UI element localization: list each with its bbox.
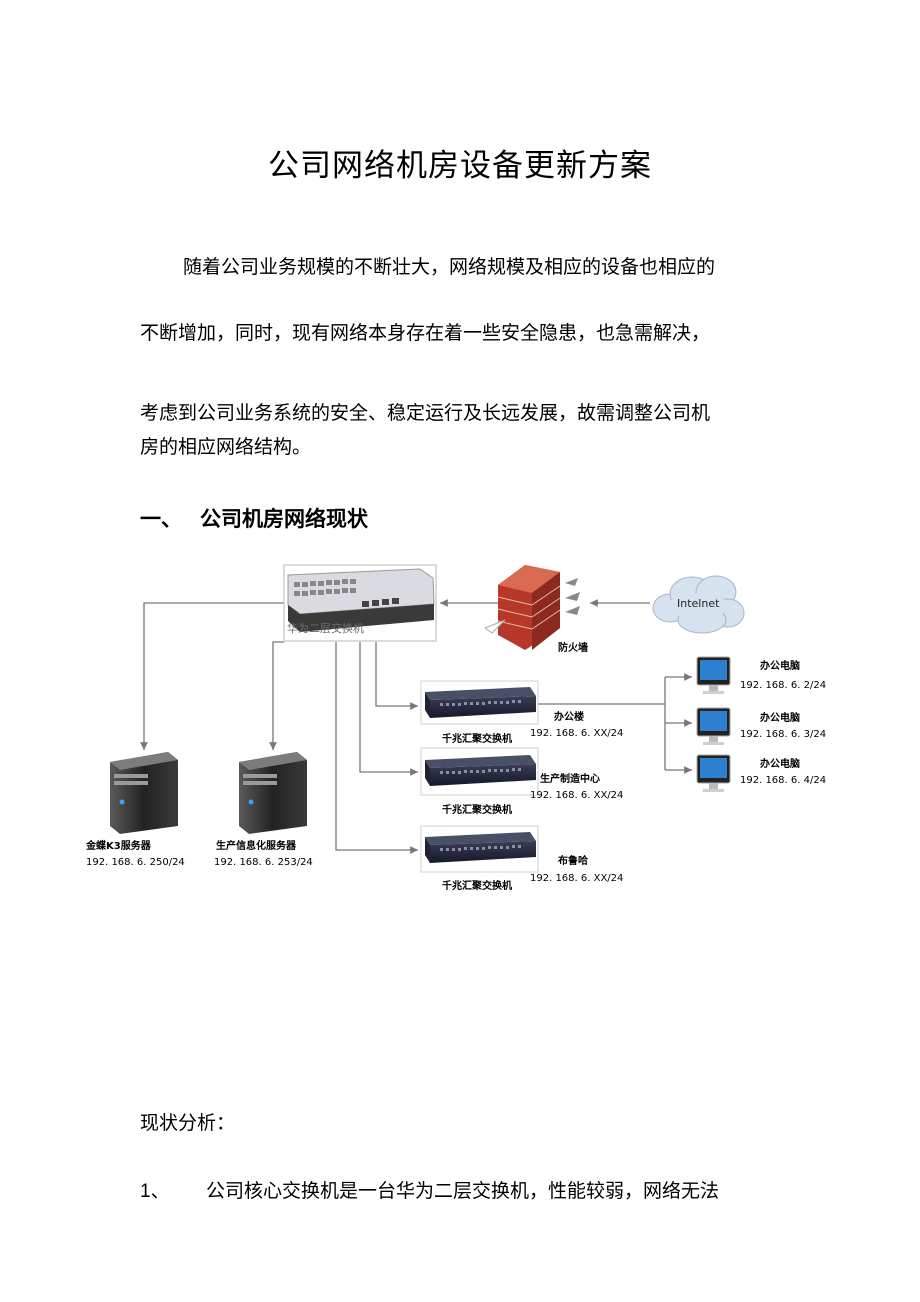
server-production-ip: 192. 168. 6. 253/24 [214, 857, 313, 868]
section-title: 公司机房网络现状 [200, 506, 368, 531]
section-number: 一、 [140, 506, 182, 531]
server-k3-icon: 金蝶K3服务器 192. 168. 6. 250/24 [85, 752, 185, 868]
list-item-number: 1、 [140, 1181, 170, 1202]
list-item-text: 公司核心交换机是一台华为二层交换机，性能较弱，网络无法 [206, 1180, 720, 1202]
server-production-icon: 生产信息化服务器 192. 168. 6. 253/24 [214, 752, 313, 868]
list-item: 1、 公司核心交换机是一台华为二层交换机，性能较弱，网络无法 [140, 1176, 719, 1203]
intro-line-3: 考虑到公司业务系统的安全、稳定运行及长远发展，故需调整公司机 [140, 402, 711, 424]
section-heading: 一、公司机房网络现状 [140, 503, 368, 533]
intro-line-2: 不断增加，同时，现有网络本身存在着一些安全隐患，也急需解决， [140, 322, 711, 344]
office-pc-3-ip: 192. 168. 6. 4/24 [740, 775, 826, 786]
agg-switch-3-ip: 192. 168. 6. XX/24 [530, 873, 623, 884]
core-switch-label: 华为二层交换机 [287, 621, 364, 635]
office-pc-3: 办公电脑 192. 168. 6. 4/24 [696, 754, 826, 792]
agg-switch-1: 千兆汇聚交换机 办公楼 192. 168. 6. XX/24 [420, 680, 623, 745]
intro-line-1: 随着公司业务规模的不断壮大，网络规模及相应的设备也相应的 [183, 256, 716, 278]
agg-switch-1-ip: 192. 168. 6. XX/24 [530, 728, 623, 739]
analysis-heading: 现状分析： [140, 1112, 236, 1134]
agg-switch-2: 千兆汇聚交换机 生产制造中心 192. 168. 6. XX/24 [420, 747, 623, 816]
intro-line-4: 房的相应网络结构。 [140, 436, 312, 458]
agg-switch-3: 千兆汇聚交换机 布鲁哈 192. 168. 6. XX/24 [420, 825, 623, 892]
agg-switch-3-site: 布鲁哈 [558, 854, 588, 867]
office-pc-2-label: 办公电脑 [760, 711, 800, 724]
document-title: 公司网络机房设备更新方案 [268, 148, 652, 184]
server-k3-label: 金蝶K3服务器 [85, 839, 152, 852]
agg-switch-1-site: 办公楼 [554, 710, 584, 723]
server-k3-ip: 192. 168. 6. 250/24 [86, 857, 185, 868]
agg-switch-2-site: 生产制造中心 [540, 772, 600, 785]
agg-switch-2-ip: 192. 168. 6. XX/24 [530, 790, 623, 801]
core-switch: 华为二层交换机 [283, 564, 437, 642]
agg-switch-2-label: 千兆汇聚交换机 [442, 803, 512, 816]
office-pc-2: 办公电脑 192. 168. 6. 3/24 [696, 707, 826, 745]
agg-switch-1-label: 千兆汇聚交换机 [442, 732, 512, 745]
firewall-label: 防火墙 [558, 641, 588, 654]
office-pc-1-label: 办公电脑 [760, 659, 800, 672]
agg-switch-3-label: 千兆汇聚交换机 [442, 879, 512, 892]
office-pc-3-label: 办公电脑 [760, 757, 800, 770]
office-pc-2-ip: 192. 168. 6. 3/24 [740, 729, 826, 740]
office-pc-1-ip: 192. 168. 6. 2/24 [740, 680, 826, 691]
server-production-label: 生产信息化服务器 [216, 839, 297, 852]
office-pc-1: 办公电脑 192. 168. 6. 2/24 [696, 656, 826, 694]
internet-cloud-icon: Intelnet [652, 575, 745, 634]
firewall-icon: 防火墙 [483, 565, 588, 654]
internet-label: Intelnet [677, 597, 720, 610]
